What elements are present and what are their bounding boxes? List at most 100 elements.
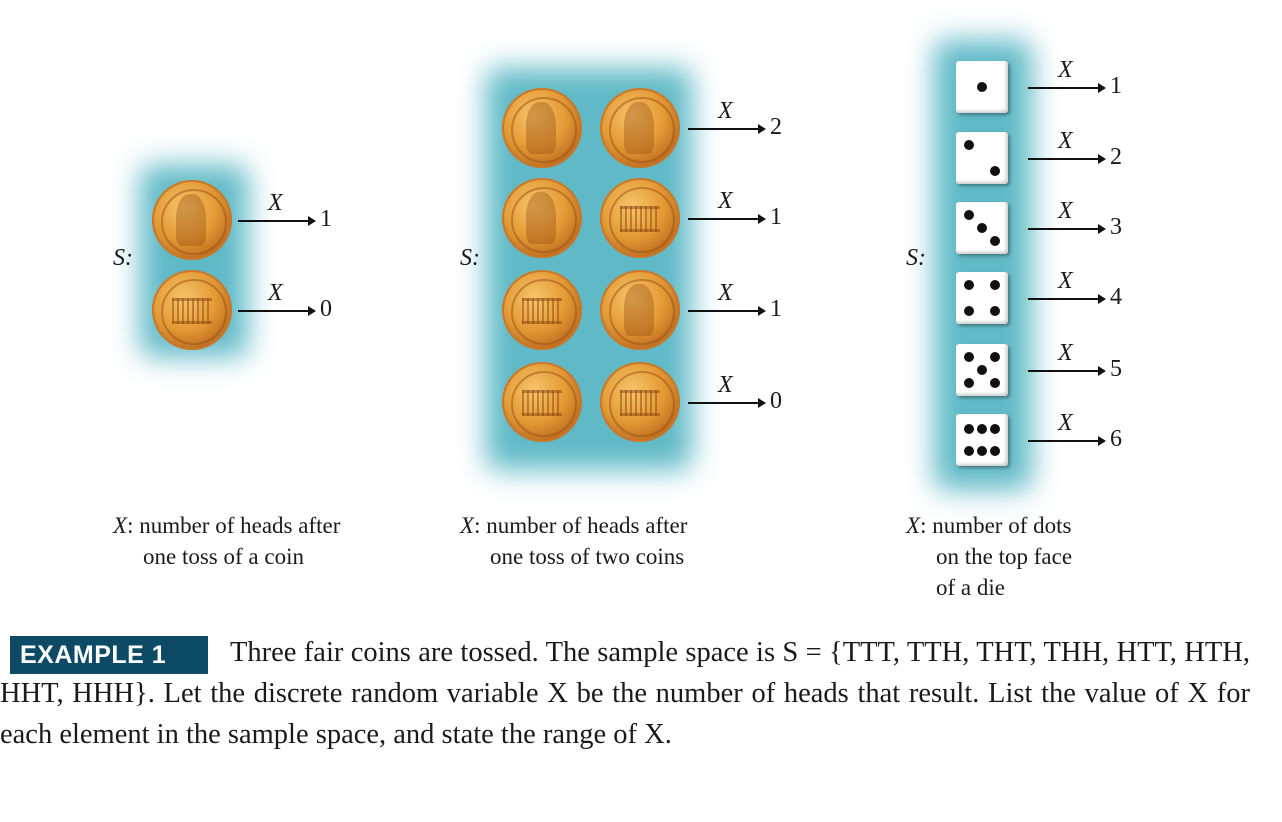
pip	[964, 280, 974, 290]
random-variable-label: X	[1058, 198, 1073, 224]
mapped-value: 1	[1110, 73, 1122, 99]
mapping-arrow	[1028, 366, 1106, 376]
pip	[964, 424, 974, 434]
coin-rim	[161, 279, 227, 345]
example-text: Three fair coins are tossed. The sample …	[0, 632, 1250, 755]
mapping-arrow	[238, 216, 316, 226]
pip	[964, 378, 974, 388]
die-face-3-icon	[956, 202, 1008, 254]
coin-rim	[161, 189, 227, 255]
caption-text: one toss of two coins	[490, 544, 685, 569]
caption-variable: X	[113, 513, 128, 538]
coin-rim	[511, 187, 577, 253]
mapping-arrow	[238, 306, 316, 316]
coin-tails-icon	[502, 270, 582, 350]
pip	[977, 424, 987, 434]
pip	[990, 378, 1000, 388]
pip	[990, 446, 1000, 456]
coin-rim	[609, 371, 675, 437]
lincoln-portrait-icon	[624, 102, 654, 154]
mapped-value: 6	[1110, 426, 1122, 452]
die-face-6-icon	[956, 414, 1008, 466]
mapping-arrow	[1028, 294, 1106, 304]
lincoln-portrait-icon	[526, 102, 556, 154]
memorial-icon	[172, 298, 212, 324]
mapped-value: 1	[320, 206, 332, 232]
pip	[964, 306, 974, 316]
pip	[977, 446, 987, 456]
random-variable-label: X	[1058, 410, 1073, 436]
coin-rim	[609, 279, 675, 345]
memorial-icon	[522, 390, 562, 416]
random-variable-label: X	[718, 98, 733, 124]
pip	[964, 140, 974, 150]
coin-tails-icon	[600, 178, 680, 258]
pip	[964, 352, 974, 362]
example-body: Three fair coins are tossed. The sample …	[0, 637, 1250, 750]
caption-text: on the top face	[936, 544, 1073, 569]
coin-tails-icon	[152, 270, 232, 350]
mapping-arrow	[688, 124, 766, 134]
random-variable-label: X	[718, 188, 733, 214]
coin-heads-icon	[502, 88, 582, 168]
coin-heads-icon	[600, 270, 680, 350]
coin-heads-icon	[502, 178, 582, 258]
caption-variable: X	[460, 513, 475, 538]
random-variable-label: X	[1058, 268, 1073, 294]
random-variable-label: X	[1058, 340, 1073, 366]
caption-text: one toss of a coin	[143, 544, 304, 569]
memorial-icon	[522, 298, 562, 324]
pip	[990, 236, 1000, 246]
coin-rim	[511, 279, 577, 345]
mapping-arrow	[1028, 224, 1106, 234]
coin-heads-icon	[600, 88, 680, 168]
random-variable-label: X	[718, 280, 733, 306]
caption-line: on the top face	[906, 541, 1072, 572]
caption-line: of a die	[906, 572, 1072, 603]
caption-line: one toss of a coin	[113, 541, 340, 572]
caption-text: : number of dots	[920, 513, 1072, 538]
mapped-value: 5	[1110, 356, 1122, 382]
caption: X: number of heads after one toss of a co…	[113, 510, 340, 572]
sample-space-label: S:	[906, 245, 926, 271]
lincoln-portrait-icon	[624, 284, 654, 336]
caption-line: X: number of heads after	[113, 510, 340, 541]
random-variable-label: X	[1058, 128, 1073, 154]
mapped-value: 0	[770, 388, 782, 414]
random-variable-label: X	[268, 190, 283, 216]
caption: X: number of heads after one toss of two …	[460, 510, 687, 572]
die-face-1-icon	[956, 61, 1008, 113]
caption-text: of a die	[936, 575, 1005, 600]
caption-variable: X	[906, 513, 921, 538]
random-variable-label: X	[268, 280, 283, 306]
mapped-value: 2	[770, 114, 782, 140]
caption-line: one toss of two coins	[460, 541, 687, 572]
caption-line: X: number of dots	[906, 510, 1072, 541]
pip	[990, 306, 1000, 316]
mapped-value: 1	[770, 204, 782, 230]
coin-rim	[609, 97, 675, 163]
lincoln-portrait-icon	[526, 192, 556, 244]
sample-space-label: S:	[460, 245, 480, 271]
coin-rim	[609, 187, 675, 253]
mapped-value: 0	[320, 296, 332, 322]
coin-tails-icon	[502, 362, 582, 442]
lincoln-portrait-icon	[176, 194, 206, 246]
caption-text: : number of heads after	[127, 513, 341, 538]
pip	[990, 166, 1000, 176]
die-face-2-icon	[956, 132, 1008, 184]
random-variable-label: X	[1058, 57, 1073, 83]
die-face-4-icon	[956, 272, 1008, 324]
pip	[977, 223, 987, 233]
memorial-icon	[620, 390, 660, 416]
caption-text: : number of heads after	[474, 513, 688, 538]
mapped-value: 1	[770, 296, 782, 322]
mapped-value: 2	[1110, 144, 1122, 170]
example-badge: EXAMPLE 1	[10, 636, 208, 674]
pip	[964, 210, 974, 220]
mapping-arrow	[1028, 436, 1106, 446]
pip	[977, 365, 987, 375]
die-face-5-icon	[956, 344, 1008, 396]
coin-rim	[511, 371, 577, 437]
pip	[990, 352, 1000, 362]
